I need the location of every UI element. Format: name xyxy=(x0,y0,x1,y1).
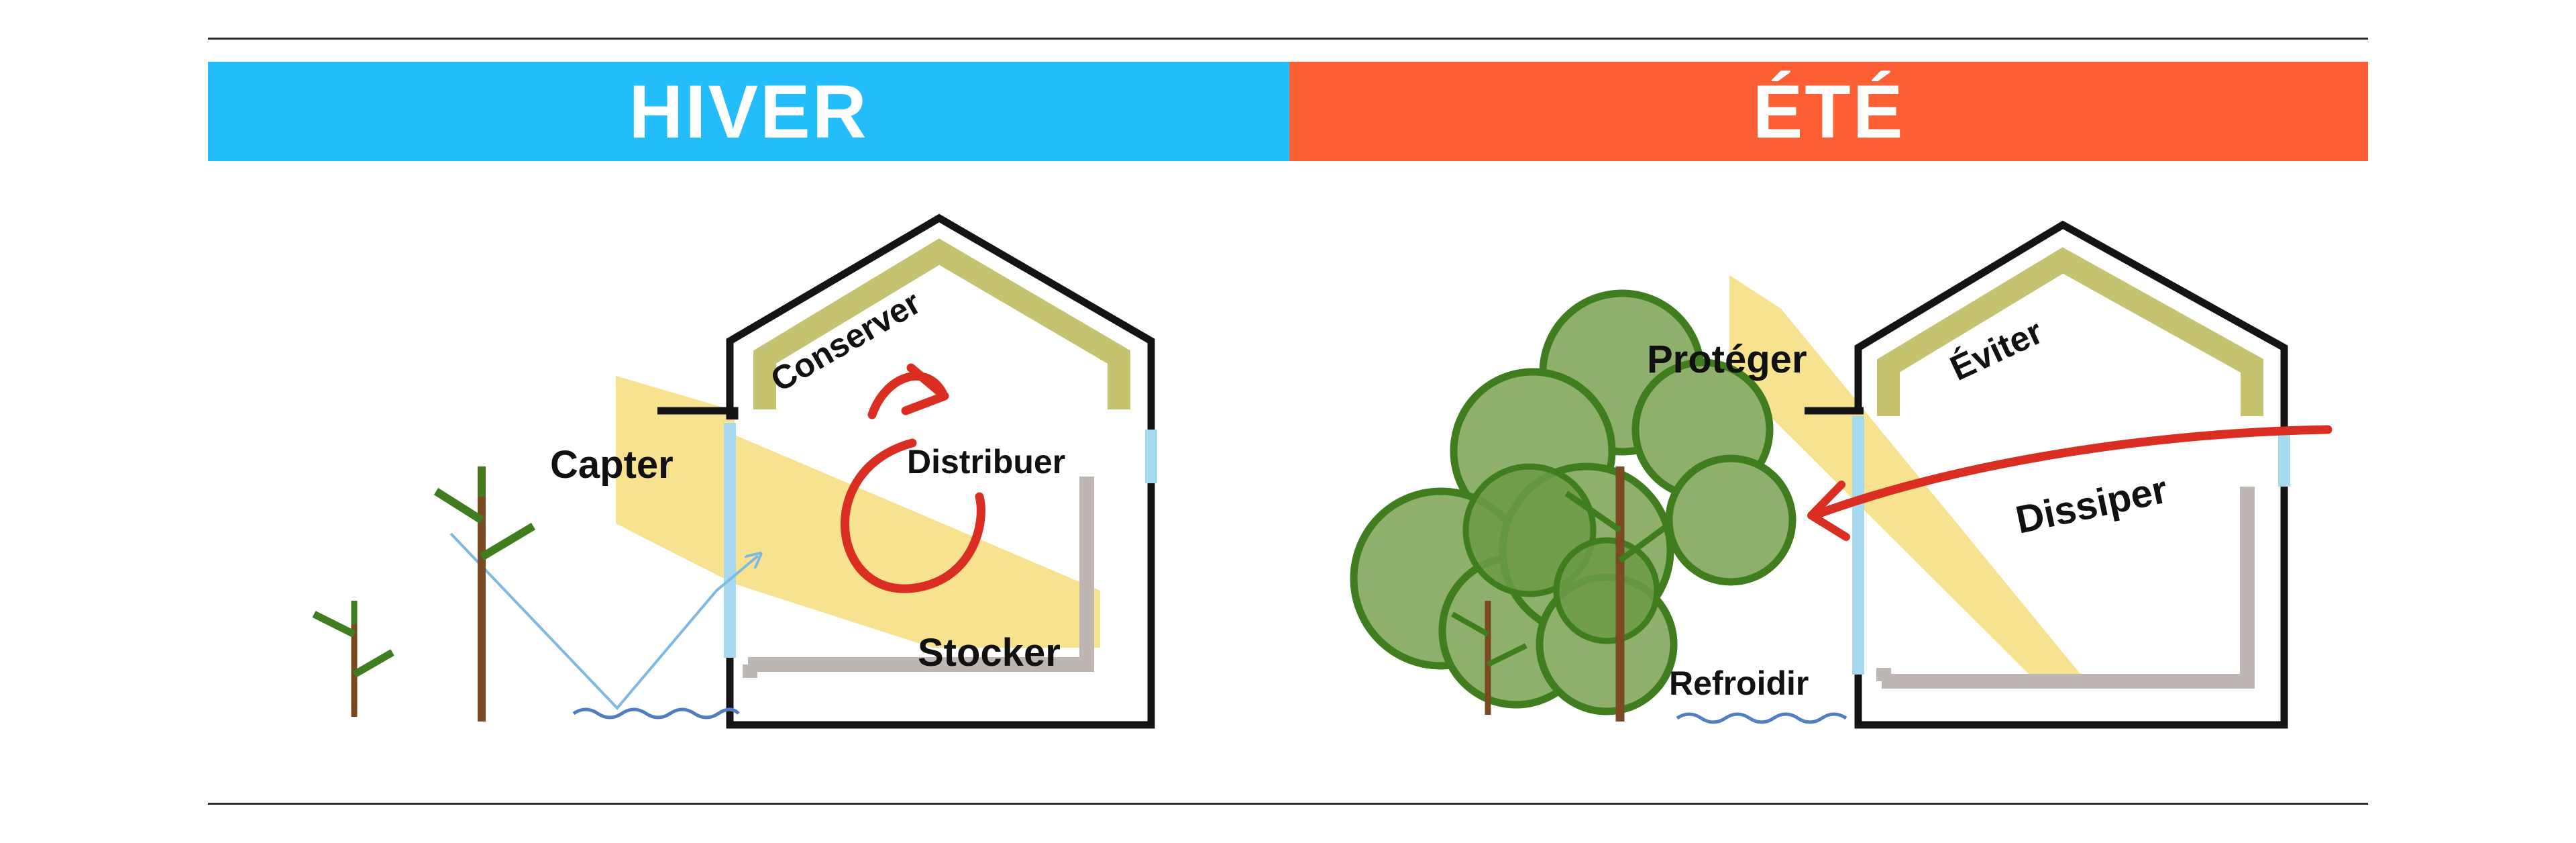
winter-small-tree-branch xyxy=(352,649,394,678)
label-dissiper: Dissiper xyxy=(2012,468,2171,542)
label-refroidir: Refroidir xyxy=(1669,664,1809,702)
winter-roof-insulation xyxy=(753,238,1130,409)
summer-roof-insulation xyxy=(1877,247,2263,416)
winter-tall-tree xyxy=(433,466,536,722)
summer-tree-branch xyxy=(1564,491,1622,533)
winter-distribution-arrowhead xyxy=(901,363,949,415)
winter-tall-tree-branch xyxy=(479,522,536,561)
winter-house-outline xyxy=(726,213,1155,729)
winter-storage-wall xyxy=(748,477,1094,672)
winter-reflected-light xyxy=(449,532,758,710)
winter-south-window xyxy=(724,423,736,658)
summer-north-window xyxy=(2278,430,2290,487)
summer-tree-branch xyxy=(1487,643,1527,667)
summer-water xyxy=(1676,712,1847,724)
winter-overhang xyxy=(657,407,739,419)
summer-south-window xyxy=(1852,416,1864,675)
summer-tree-blob xyxy=(1665,454,1796,586)
summer-tree-shadow xyxy=(1553,537,1660,644)
summer-storage-wall xyxy=(1882,487,2255,689)
summer-tree-branch xyxy=(1451,611,1489,637)
bottom-rule xyxy=(208,803,2368,805)
winter-water-pond xyxy=(572,707,740,720)
summer-sun-beam xyxy=(1729,275,2086,681)
summer-header-title: ÉTÉ xyxy=(1752,69,1905,154)
winter-scene: Capter Distribuer Stocker Conserver xyxy=(312,213,1157,729)
winter-north-window xyxy=(1145,430,1157,483)
label-capter: Capter xyxy=(550,443,674,487)
summer-dissipation-arrowhead xyxy=(1807,481,1850,541)
winter-distribution-arrow xyxy=(841,438,985,593)
winter-header-title: HIVER xyxy=(629,69,869,154)
winter-header-band: HIVER xyxy=(208,62,1289,161)
summer-header-band: ÉTÉ xyxy=(1289,62,2368,161)
top-rule xyxy=(208,38,2368,40)
winter-sun-beam xyxy=(616,376,1100,648)
summer-house-outline xyxy=(1854,220,2288,729)
winter-tall-tree-branch xyxy=(433,487,484,524)
label-distribuer: Distribuer xyxy=(907,443,1065,481)
summer-tree-shadow xyxy=(1462,463,1597,597)
summer-dissipation-arrow xyxy=(1815,425,2332,518)
summer-tree-canopy xyxy=(1350,289,1796,715)
label-stocker: Stocker xyxy=(918,631,1061,675)
summer-tree-branch xyxy=(1618,521,1672,563)
label-proteger: Protéger xyxy=(1647,338,1807,381)
winter-small-tree xyxy=(312,601,394,717)
summer-scene: Protéger Éviter Dissiper Refroidir xyxy=(1350,220,2332,729)
winter-small-tree-branch xyxy=(312,611,356,638)
